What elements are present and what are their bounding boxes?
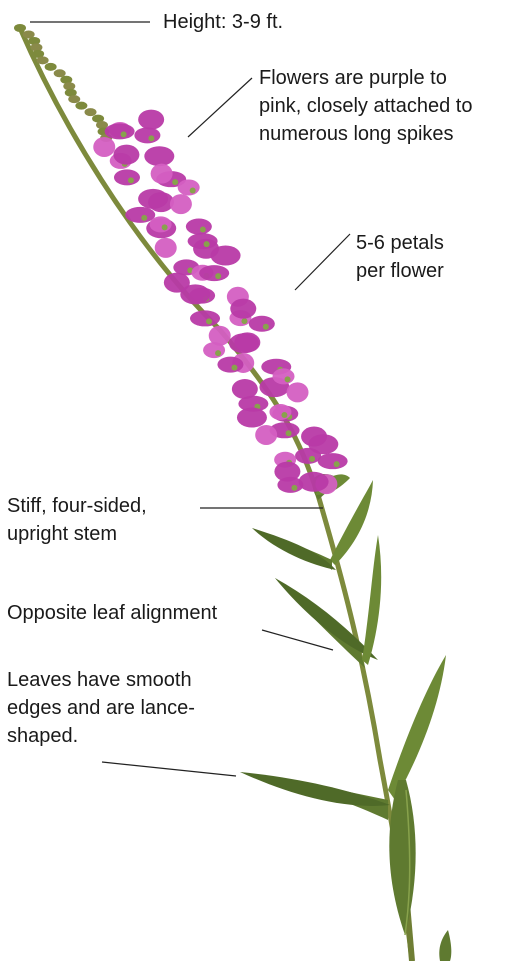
flower (199, 265, 229, 281)
flower-calyx (190, 187, 196, 193)
label-leaves-line-3: shaped. (7, 722, 195, 750)
label-leaves-line-1: Leaves have smooth (7, 666, 195, 694)
flower (155, 238, 177, 258)
label-stem-line-2: upright stem (7, 520, 147, 548)
flower (180, 284, 210, 304)
leaf (240, 772, 390, 806)
flower-bud (68, 95, 80, 103)
flower (255, 425, 277, 445)
label-height: Height: 3-9 ft. (163, 8, 283, 36)
leaf (252, 528, 336, 570)
flower (318, 453, 348, 469)
label-flowers: Flowers are purple to pink, closely atta… (259, 64, 472, 148)
flower (234, 332, 260, 352)
label-height-line-1: Height: 3-9 ft. (163, 8, 283, 36)
flower (144, 146, 174, 166)
flower (134, 127, 160, 143)
flower-calyx (241, 318, 247, 324)
flower (237, 408, 267, 428)
leader-line-petals (295, 234, 350, 290)
flower-bud (37, 56, 49, 64)
label-flowers-line-3: numerous long spikes (259, 120, 472, 148)
flower (105, 123, 135, 139)
leaf (389, 780, 415, 935)
flower-bud (85, 108, 97, 116)
flower (186, 219, 212, 235)
flower (114, 169, 140, 185)
flower-calyx (141, 215, 147, 221)
leader-line-flowers (188, 78, 252, 137)
leaf (388, 655, 446, 800)
flower-calyx (263, 324, 269, 330)
flower-bud (54, 69, 66, 77)
flower (178, 179, 200, 195)
label-flowers-line-1: Flowers are purple to (259, 64, 472, 92)
label-petals-line-2: per flower (356, 257, 444, 285)
flower-calyx (200, 227, 206, 233)
flower (188, 233, 218, 249)
flower-calyx (215, 350, 221, 356)
label-flowers-line-2: pink, closely attached to (259, 92, 472, 120)
label-opposite-line-1: Opposite leaf alignment (7, 599, 217, 627)
flower-calyx (285, 376, 291, 382)
flower (151, 164, 173, 184)
flower (249, 316, 275, 332)
flower (287, 382, 309, 402)
flower (217, 357, 243, 373)
label-leaves: Leaves have smooth edges and are lance- … (7, 666, 195, 750)
flower-calyx (121, 131, 127, 137)
leader-line-opposite (262, 630, 333, 650)
flower (273, 368, 295, 384)
flower-calyx (309, 456, 315, 462)
flower-calyx (148, 135, 154, 141)
flower-bud (14, 24, 26, 32)
flower (269, 404, 291, 420)
leaves-group (240, 474, 451, 961)
flower-bud (75, 102, 87, 110)
flower-calyx (231, 365, 237, 371)
flower (125, 207, 155, 223)
flower-calyx (291, 485, 297, 491)
flower-calyx (162, 224, 168, 230)
flower-calyx (281, 412, 287, 418)
label-stem-line-1: Stiff, four-sided, (7, 492, 147, 520)
flower-calyx (172, 179, 178, 185)
flower (113, 145, 139, 165)
label-leaves-line-2: edges and are lance- (7, 694, 195, 722)
label-stem: Stiff, four-sided, upright stem (7, 492, 147, 548)
flower-calyx (128, 177, 134, 183)
flower (230, 299, 256, 319)
flower (211, 245, 241, 265)
flower (170, 194, 192, 214)
flower-bud (45, 63, 57, 71)
flower (203, 342, 225, 358)
label-petals: 5-6 petals per flower (356, 229, 444, 285)
leaf (362, 535, 381, 665)
leader-line-leaves (102, 762, 236, 776)
leaf (439, 930, 451, 961)
leaf (330, 480, 373, 565)
flower (190, 310, 220, 326)
flower (138, 110, 164, 130)
flower (308, 434, 338, 454)
flower (299, 472, 329, 492)
flower-calyx (215, 273, 221, 279)
flower-calyx (206, 318, 212, 324)
flower-calyx (204, 241, 210, 247)
label-opposite: Opposite leaf alignment (7, 599, 217, 627)
flower-calyx (286, 430, 292, 436)
flower (93, 137, 115, 157)
label-petals-line-1: 5-6 petals (356, 229, 444, 257)
flower-calyx (334, 461, 340, 467)
flower (150, 216, 172, 232)
